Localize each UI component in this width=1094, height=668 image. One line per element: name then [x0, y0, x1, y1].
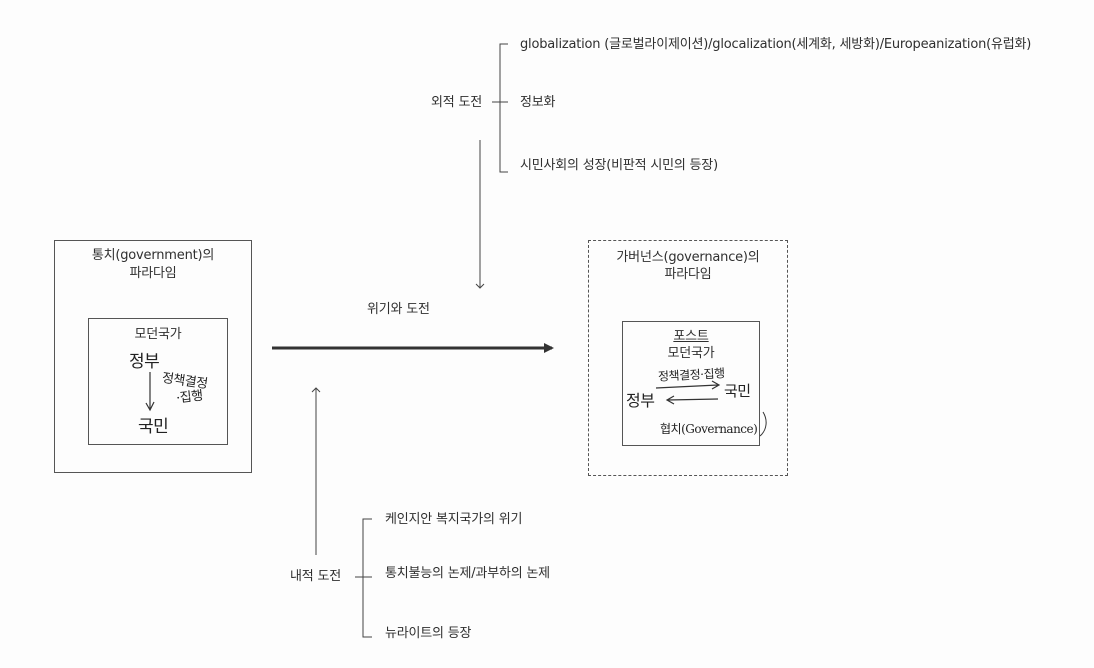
post-modern-state-box — [622, 321, 760, 446]
internal-challenges-label: 내적 도전 — [290, 569, 341, 584]
internal-bracket — [355, 518, 372, 638]
governance-paradigm-box — [588, 240, 788, 476]
external-item-informatization: 정보화 — [520, 95, 556, 110]
handwritten-people: 국민 — [138, 417, 169, 437]
handwritten-cooperation: 협치(Governance) — [660, 422, 758, 436]
handwritten-government: 정부 — [129, 352, 160, 372]
handwritten-government-right: 정부 — [626, 391, 655, 410]
governance-paradigm-title-line1: 가버넌스(governance)의 — [616, 250, 760, 265]
external-item-civil-society: 시민사회의 성장(비판적 시민의 등장) — [520, 158, 718, 173]
government-paradigm-box — [54, 240, 252, 473]
internal-item-welfare-crisis: 케인지안 복지국가의 위기 — [385, 512, 523, 527]
governance-paradigm-title-line2: 파라다임 — [664, 267, 712, 282]
external-item-globalization: globalization (글로벌라이제이션)/glocalization(세… — [520, 37, 1032, 52]
post-modern-title-line2: 모던국가 — [667, 346, 715, 361]
modern-state-title: 모던국가 — [134, 327, 182, 342]
left-downward-hand-arrow — [145, 372, 155, 412]
post-modern-title-line1: 포스트 — [673, 329, 709, 344]
government-paradigm-title-line2: 파라다임 — [129, 266, 177, 281]
cooperation-bracket — [759, 411, 767, 437]
right-feedback-arrow — [665, 395, 719, 405]
handwritten-policy-execution: ·집행 — [175, 388, 204, 407]
modern-state-box — [88, 318, 228, 445]
handwritten-policy-right: 정책결정·집행 — [657, 366, 725, 384]
external-challenges-label: 외적 도전 — [431, 95, 482, 110]
external-bracket — [492, 43, 508, 173]
right-policy-arrow — [655, 380, 721, 390]
transition-label: 위기와 도전 — [367, 302, 430, 317]
handwritten-people-right: 국민 — [724, 382, 751, 400]
internal-item-new-right: 뉴라이트의 등장 — [385, 626, 472, 641]
internal-item-ungovernability: 통치불능의 논제/과부하의 논제 — [385, 566, 550, 581]
government-paradigm-title-line1: 통치(government)의 — [91, 248, 215, 263]
